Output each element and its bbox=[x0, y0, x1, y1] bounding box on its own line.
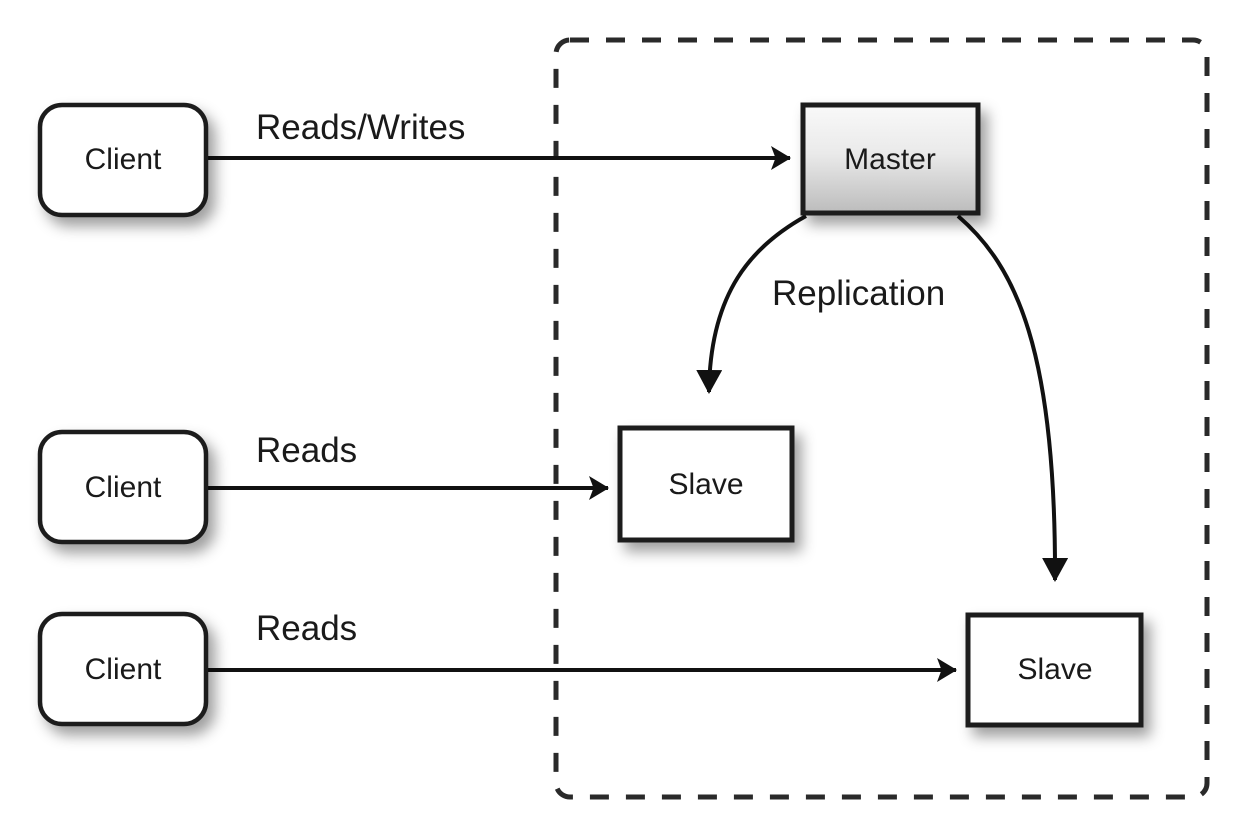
node-slave-1[interactable]: Slave bbox=[617, 425, 795, 543]
node-client-3[interactable]: Client bbox=[37, 611, 209, 727]
master-box[interactable] bbox=[800, 102, 981, 216]
slave-2-box[interactable] bbox=[965, 612, 1144, 728]
slave-1-box[interactable] bbox=[617, 425, 795, 543]
slave-1-label: Slave bbox=[668, 468, 743, 501]
edge-master-slave1-replication bbox=[696, 214, 807, 394]
client-1-label: Client bbox=[85, 143, 162, 176]
edge-label-reads-slave-2: Reads bbox=[256, 609, 357, 648]
node-master[interactable]: Master bbox=[800, 102, 981, 216]
node-slave-2[interactable]: Slave bbox=[965, 612, 1144, 728]
client-1-box[interactable] bbox=[37, 102, 209, 218]
replication-cluster-boundary bbox=[553, 37, 1210, 800]
edge-label-replication: Replication bbox=[772, 274, 945, 313]
node-client-2[interactable]: Client bbox=[37, 429, 209, 545]
client-2-box[interactable] bbox=[37, 429, 209, 545]
master-label: Master bbox=[844, 143, 936, 176]
edge-label-reads-writes: Reads/Writes bbox=[256, 108, 465, 147]
slave-2-label: Slave bbox=[1017, 653, 1092, 686]
client-3-box[interactable] bbox=[37, 611, 209, 727]
edge-label-reads-slave-1: Reads bbox=[256, 431, 357, 470]
edge-master-slave2-replication bbox=[956, 214, 1069, 582]
client-2-label: Client bbox=[85, 471, 162, 504]
client-3-label: Client bbox=[85, 653, 162, 686]
node-client-1[interactable]: Client bbox=[37, 102, 209, 218]
